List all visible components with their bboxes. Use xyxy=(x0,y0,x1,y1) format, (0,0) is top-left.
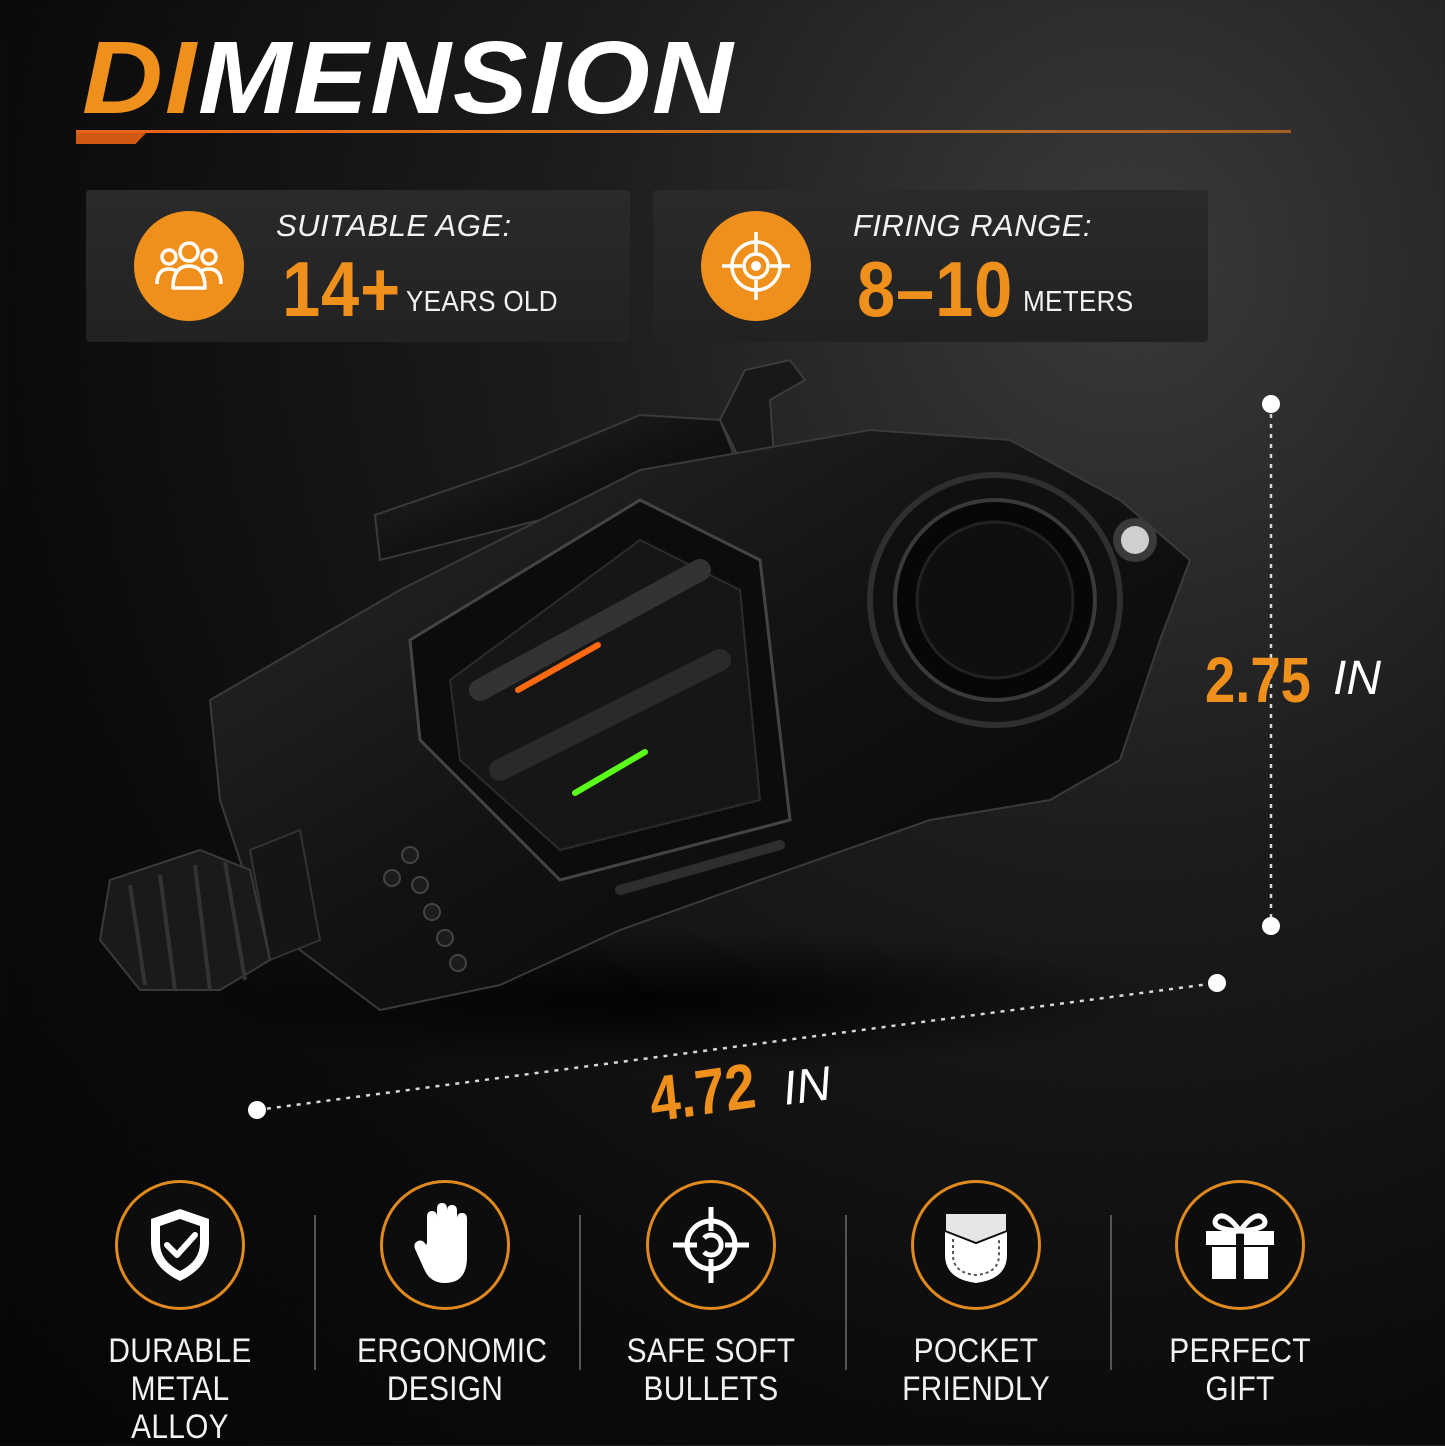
length-unit: IN xyxy=(779,1057,834,1116)
feature-divider xyxy=(314,1215,316,1370)
feature-divider xyxy=(579,1215,581,1370)
feature-line1: SAFE SOFT xyxy=(626,1332,796,1370)
age-label: SUITABLE AGE: xyxy=(276,208,512,243)
feature-line1: DURABLE xyxy=(108,1332,252,1370)
page-title: DIMENSION xyxy=(82,26,735,129)
feature-divider xyxy=(1110,1215,1112,1370)
length-value: 4.72 xyxy=(646,1049,759,1136)
feature-line1: PERFECT xyxy=(1169,1332,1311,1370)
feature-divider xyxy=(845,1215,847,1370)
feature-line1: POCKET xyxy=(913,1332,1039,1370)
title-underline-accent xyxy=(76,133,146,144)
target-icon xyxy=(646,1180,776,1310)
crosshair-icon xyxy=(701,211,811,321)
spec-card-range: FIRING RANGE: 8–10 METERS xyxy=(653,190,1208,342)
title-rest: MENSION xyxy=(198,20,735,136)
height-value: 2.75 xyxy=(1205,644,1311,716)
feature-line2: BULLETS xyxy=(643,1370,779,1408)
feature-line1: ERGONOMIC xyxy=(357,1332,548,1370)
people-group-icon xyxy=(134,211,244,321)
shield-check-icon xyxy=(115,1180,245,1310)
range-unit: METERS xyxy=(1023,286,1134,318)
spec-card-age: SUITABLE AGE: 14+ YEARS OLD xyxy=(86,190,630,342)
gift-icon xyxy=(1175,1180,1305,1310)
height-unit: IN xyxy=(1333,652,1381,705)
pocket-icon xyxy=(911,1180,1041,1310)
feature-line2: FRIENDLY xyxy=(902,1370,1050,1408)
feature-line2: DESIGN xyxy=(386,1370,504,1408)
age-unit: YEARS OLD xyxy=(406,286,558,318)
feature-line2: METAL ALLOY xyxy=(130,1370,230,1446)
title-accent: DI xyxy=(82,20,198,136)
age-value: 14+ xyxy=(282,245,402,333)
range-label: FIRING RANGE: xyxy=(853,208,1093,243)
feature-line2: GIFT xyxy=(1205,1370,1275,1408)
title-underline xyxy=(76,130,1291,133)
range-value: 8–10 xyxy=(857,245,1014,333)
hand-icon xyxy=(380,1180,510,1310)
